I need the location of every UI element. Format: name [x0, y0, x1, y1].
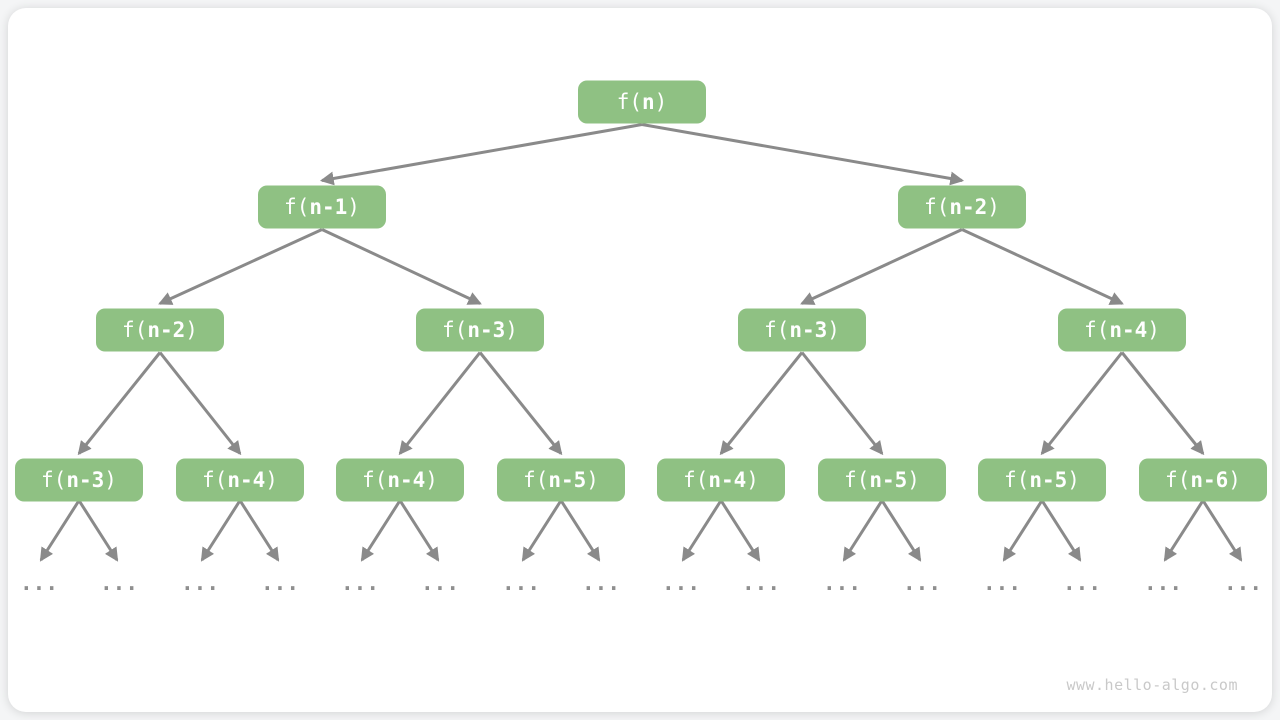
edge-arrow: [321, 228, 482, 305]
tree-node-box: [336, 458, 464, 502]
ellipsis: ...: [261, 571, 299, 595]
ellipsis: ...: [823, 571, 861, 595]
tree-node: f(n-5): [818, 458, 946, 502]
edge-arrow: [1163, 499, 1205, 562]
edge-arrow: [360, 499, 402, 562]
ellipsis: ...: [662, 571, 700, 595]
edge-arrow: [1120, 351, 1205, 456]
tree-node-label: f(n-5): [844, 468, 920, 492]
ellipsis-layer: ........................................…: [20, 571, 1262, 595]
ellipsis: ...: [502, 571, 540, 595]
nodes-layer: f(n) f(n-1) f(n-2) f(n-2) f(n-3) f(n-3) f(n-4)…: [15, 80, 1267, 502]
edge-arrow: [1040, 351, 1124, 456]
ellipsis: ...: [100, 571, 138, 595]
tree-node-box: [657, 458, 785, 502]
tree-node-box: [1139, 458, 1267, 502]
edge-arrow: [842, 499, 884, 562]
edge-arrow: [158, 351, 242, 456]
tree-node-label: f(n-4): [362, 468, 438, 492]
tree-node-box: [898, 185, 1026, 229]
edge-arrow: [800, 351, 884, 456]
edge-arrow: [1201, 499, 1243, 562]
tree-node: f(n-5): [978, 458, 1106, 502]
edge-arrow: [559, 499, 601, 562]
ellipsis: ...: [181, 571, 219, 595]
edge-arrow: [719, 351, 804, 456]
tree-node: f(n-3): [738, 308, 866, 352]
tree-node: f(n-2): [898, 185, 1026, 229]
tree-node-label: f(n-3): [764, 318, 840, 342]
edge-arrow: [641, 123, 965, 186]
edge-arrow: [77, 351, 162, 456]
tree-node: f(n-4): [176, 458, 304, 502]
tree-node: f(n): [578, 80, 706, 124]
ellipsis: ...: [983, 571, 1021, 595]
edge-arrow: [961, 228, 1124, 305]
tree-node-label: f(n): [617, 90, 668, 114]
edge-arrow: [1002, 499, 1044, 562]
tree-node: f(n-5): [497, 458, 625, 502]
tree-node: f(n-1): [258, 185, 386, 229]
edges-layer: [39, 123, 1243, 562]
tree-node: f(n-2): [96, 308, 224, 352]
tree-node: f(n-6): [1139, 458, 1267, 502]
tree-node-box: [416, 308, 544, 352]
tree-node-label: f(n-3): [442, 318, 518, 342]
edge-arrow: [398, 351, 482, 456]
tree-node-label: f(n-2): [122, 318, 198, 342]
edge-arrow: [880, 499, 922, 562]
tree-node: f(n-3): [416, 308, 544, 352]
edge-arrow: [719, 499, 761, 562]
edge-arrow: [200, 499, 242, 562]
edge-arrow: [398, 499, 440, 562]
tree-node-box: [176, 458, 304, 502]
tree-node: f(n-4): [657, 458, 785, 502]
edge-arrow: [319, 123, 643, 186]
edge-arrow: [681, 499, 723, 562]
edge-arrow: [800, 228, 963, 305]
tree-node: f(n-4): [336, 458, 464, 502]
ellipsis: ...: [582, 571, 620, 595]
ellipsis: ...: [341, 571, 379, 595]
tree-node: f(n-4): [1058, 308, 1186, 352]
edge-arrow: [1040, 499, 1082, 562]
tree-node-box: [818, 458, 946, 502]
tree-node-label: f(n-2): [924, 195, 1000, 219]
ellipsis: ...: [421, 571, 459, 595]
tree-node-box: [738, 308, 866, 352]
tree-node-box: [1058, 308, 1186, 352]
tree-node-label: f(n-3): [41, 468, 117, 492]
watermark: www.hello-algo.com: [1066, 676, 1238, 694]
edge-arrow: [39, 499, 81, 562]
tree-node-label: f(n-5): [523, 468, 599, 492]
tree-node-label: f(n-4): [683, 468, 759, 492]
ellipsis: ...: [20, 571, 58, 595]
tree-node: f(n-3): [15, 458, 143, 502]
ellipsis: ...: [1144, 571, 1182, 595]
tree-node-box: [258, 185, 386, 229]
edge-arrow: [238, 499, 280, 562]
tree-node-label: f(n-6): [1165, 468, 1241, 492]
ellipsis: ...: [903, 571, 941, 595]
ellipsis: ...: [1224, 571, 1262, 595]
edge-arrow: [158, 228, 323, 305]
tree-node-box: [497, 458, 625, 502]
edge-arrow: [521, 499, 563, 562]
tree-node-label: f(n-4): [1084, 318, 1160, 342]
tree-node-box: [978, 458, 1106, 502]
tree-node-box: [15, 458, 143, 502]
tree-node-label: f(n-5): [1004, 468, 1080, 492]
tree-node-label: f(n-4): [202, 468, 278, 492]
ellipsis: ...: [1063, 571, 1101, 595]
ellipsis: ...: [742, 571, 780, 595]
edge-arrow: [478, 351, 563, 456]
tree-node-box: [96, 308, 224, 352]
tree-node-label: f(n-1): [284, 195, 360, 219]
tree-node-box: [578, 80, 706, 124]
edge-arrow: [77, 499, 119, 562]
